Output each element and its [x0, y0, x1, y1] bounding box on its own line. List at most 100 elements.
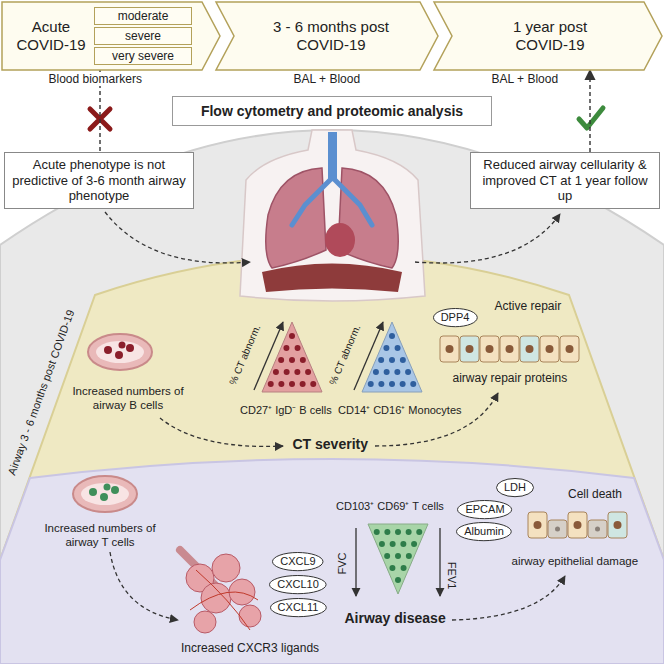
timepoint-chevron: 1 year post COVID-19	[434, 2, 662, 70]
repair-epithelium	[440, 336, 579, 362]
finding-label: Increased numbers of airway B cells	[66, 385, 191, 413]
b-cell-vessel-part	[115, 351, 123, 359]
finding-label: airway epithelial damage	[512, 555, 639, 569]
oval-outline	[270, 599, 326, 617]
process-label: Cell death	[568, 487, 622, 501]
monocyte-triangle-part	[400, 381, 406, 387]
repair-epithelium-part	[440, 336, 459, 362]
oval-outline	[433, 309, 477, 327]
damaged-epithelium-part	[595, 527, 600, 532]
b-cell-triangle-part	[278, 381, 284, 387]
node-text: Albumin	[464, 525, 504, 538]
alveoli-part	[239, 605, 261, 627]
monocyte-triangle-part	[410, 381, 416, 387]
damaged-epithelium-part	[534, 521, 542, 529]
b-cell-triangle-part	[300, 357, 306, 363]
protein-oval: LDH	[496, 478, 534, 497]
b-cell-triangle-part	[305, 369, 311, 375]
b-cell-triangle-part	[273, 369, 279, 375]
chemokine-oval: CXCL10	[269, 575, 327, 594]
flow-arrow-part	[415, 214, 560, 263]
lungs-illustration-part	[240, 130, 425, 301]
flow-arrow	[105, 212, 565, 620]
oval-outline	[457, 523, 512, 541]
node-text: Reduced airway cellularity & improved CT…	[475, 157, 655, 204]
repair-epithelium-part	[486, 345, 494, 353]
t-cell-triangle-part	[384, 529, 390, 535]
node-text: 3 - 6 months post COVID-19	[266, 18, 396, 54]
severity-box: severe	[94, 27, 192, 45]
monocyte-triangle-part	[395, 345, 401, 351]
dashed-connector	[589, 70, 590, 152]
timepoint-chevron: 3 - 6 months post COVID-19	[216, 2, 438, 70]
t-cell-triangle-part	[401, 565, 407, 571]
node-text: DPP4	[441, 311, 470, 324]
monocyte-triangle-part	[384, 369, 390, 375]
b-cell-triangle-part	[284, 369, 290, 375]
t-cell-vessel-part	[73, 476, 137, 512]
b-cell-triangle	[262, 322, 322, 392]
finding-label: Increased CXCR3 ligands	[181, 641, 319, 655]
t-cell-triangle-part	[379, 541, 385, 547]
sample-label: BAL + Blood	[490, 72, 561, 86]
t-cell-vessel	[73, 476, 137, 512]
oval-outline	[458, 501, 512, 519]
damaged-epithelium-part	[568, 512, 587, 538]
t-cell-vessel-part	[104, 484, 111, 491]
b-cell-triangle-part	[289, 357, 295, 363]
lungs-illustration	[240, 130, 425, 301]
monocyte-triangle-part	[389, 333, 395, 339]
t-cell-vessel-part	[100, 493, 108, 501]
b-cell-triangle-part	[294, 369, 300, 375]
b-cell-triangle-part	[278, 357, 284, 363]
lungs-illustration-part	[328, 132, 337, 180]
alveoli	[180, 550, 261, 633]
t-cell-triangle-part	[395, 553, 401, 559]
repair-epithelium-part	[540, 336, 559, 362]
oval-outline	[496, 479, 533, 497]
repair-epithelium-part	[460, 336, 479, 362]
method-box: Flow cytometry and proteomic analysis	[172, 96, 492, 126]
node-text: CXCL10	[277, 578, 319, 591]
alveoli-part	[194, 611, 216, 633]
b-cell-vessel-part	[104, 346, 112, 354]
trend-arrow-part	[439, 528, 440, 596]
timepoint-chevron: moderateseverevery severeAcute COVID-19	[2, 2, 220, 70]
trend-arrow	[254, 322, 440, 596]
fan-bands-part	[0, 459, 664, 664]
b-cell-triangle-part	[289, 381, 295, 387]
b-cell-triangle-part	[268, 381, 274, 387]
monocyte-triangle-part	[362, 322, 422, 392]
t-cell-triangle-part	[406, 529, 412, 535]
monocyte-triangle-part	[383, 345, 389, 351]
trend-arrow-part	[355, 528, 356, 596]
chemokine-oval: CXCL11	[270, 598, 327, 617]
alveoli-part	[212, 554, 240, 582]
chevron-outline	[216, 2, 438, 70]
repair-epithelium-part	[506, 345, 514, 353]
lungs-illustration-part	[325, 223, 355, 257]
finding-box: Acute phenotype is not predictive of 3-6…	[4, 152, 194, 209]
t-cell-triangle-part	[389, 565, 395, 571]
flow-arrow-part	[160, 418, 283, 446]
t-cell-triangle-part	[390, 541, 396, 547]
b-cell-triangle-part	[295, 345, 301, 351]
b-cell-triangle-part	[289, 333, 295, 339]
flow-arrow-part	[375, 393, 498, 446]
cell-type-label: CD27⁺ IgD⁻ B cells	[240, 404, 332, 417]
damaged-epithelium-part	[548, 520, 567, 538]
damaged-epithelium-part	[574, 521, 582, 529]
b-cell-vessel-part	[126, 344, 134, 352]
b-cell-triangle-part	[262, 322, 322, 392]
finding-label: airway repair proteins	[453, 371, 568, 385]
protein-oval: EPCAM	[457, 500, 512, 519]
alveoli-part	[201, 583, 231, 613]
chemokine-oval: CXCL9	[272, 552, 323, 571]
process-label: Active repair	[495, 299, 562, 313]
node-text: Acute phenotype is not predictive of 3-6…	[9, 157, 189, 204]
node-text: severe	[125, 29, 161, 43]
t-cell-vessel-part	[111, 486, 119, 494]
t-cell-triangle	[368, 524, 428, 594]
repair-epithelium-part	[526, 345, 534, 353]
